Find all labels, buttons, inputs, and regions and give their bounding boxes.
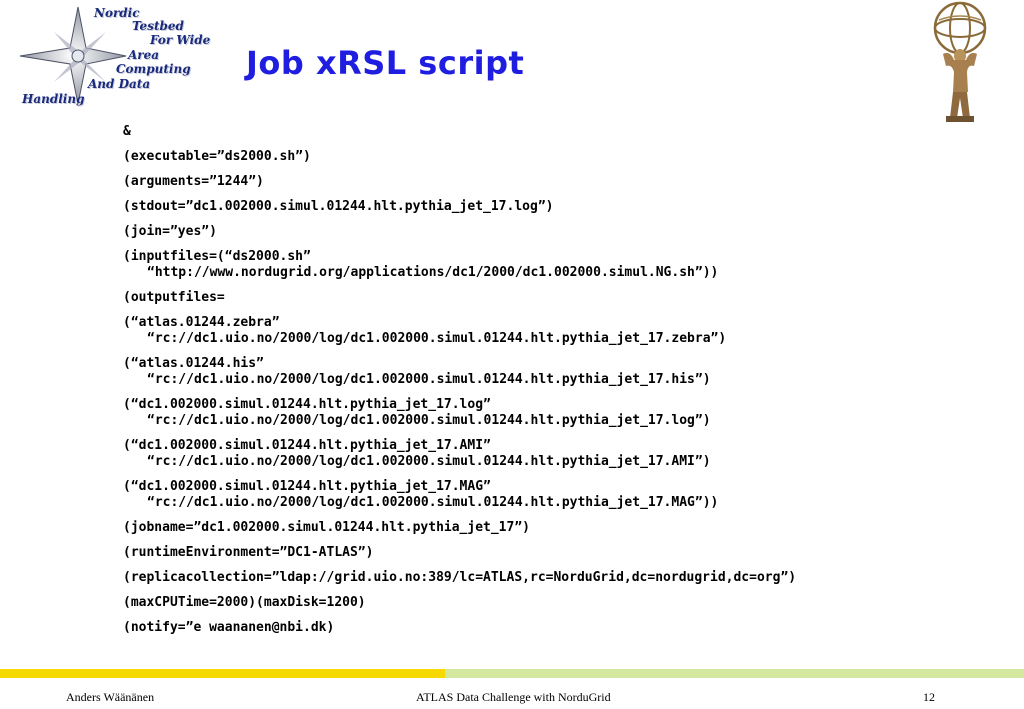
script-line: (“dc1.002000.simul.01244.hlt.pythia_jet_… xyxy=(123,479,491,494)
logo-word: And Data xyxy=(88,77,151,91)
xrsl-script: & (executable=”ds2000.sh”) (arguments=”1… xyxy=(123,124,993,636)
logo-word: Handling xyxy=(22,92,85,106)
script-line: & xyxy=(123,124,131,139)
script-line: (outputfiles= xyxy=(123,290,225,305)
nordugrid-star-icon xyxy=(19,6,127,105)
footer-bar-yellow xyxy=(0,669,445,678)
logo-word: Area xyxy=(128,48,160,62)
script-line: (arguments=”1244”) xyxy=(123,174,264,189)
script-line: (replicacollection=”ldap://grid.uio.no:3… xyxy=(123,570,797,585)
script-line: (maxCPUTime=2000)(maxDisk=1200) xyxy=(123,595,366,610)
script-line: “rc://dc1.uio.no/2000/log/dc1.002000.sim… xyxy=(147,372,711,387)
nordugrid-logo: Nordic Testbed For Wide Area Computing A… xyxy=(8,2,223,110)
script-line: “rc://dc1.uio.no/2000/log/dc1.002000.sim… xyxy=(147,413,711,428)
slide-title: Job xRSL script xyxy=(246,44,525,82)
script-line: (“dc1.002000.simul.01244.hlt.pythia_jet_… xyxy=(123,397,491,412)
script-line: “rc://dc1.uio.no/2000/log/dc1.002000.sim… xyxy=(147,495,719,510)
script-line: (stdout=”dc1.002000.simul.01244.hlt.pyth… xyxy=(123,199,554,214)
script-line: (join=”yes”) xyxy=(123,224,217,239)
logo-word: For Wide xyxy=(150,33,211,47)
logo-word: Nordic xyxy=(94,6,140,20)
logo-word: Computing xyxy=(116,62,191,76)
script-line: (executable=”ds2000.sh”) xyxy=(123,149,311,164)
script-line: “rc://dc1.uio.no/2000/log/dc1.002000.sim… xyxy=(147,454,711,469)
script-line: (jobname=”dc1.002000.simul.01244.hlt.pyt… xyxy=(123,520,530,535)
script-line: (“atlas.01244.zebra” xyxy=(123,315,280,330)
script-line: (inputfiles=(“ds2000.sh” xyxy=(123,249,311,264)
script-line: “http://www.nordugrid.org/applications/d… xyxy=(147,265,719,280)
logo-word: Testbed xyxy=(132,19,184,33)
footer-talk-title: ATLAS Data Challenge with NorduGrid xyxy=(416,690,611,704)
page-number: 12 xyxy=(923,690,935,704)
script-line: “rc://dc1.uio.no/2000/log/dc1.002000.sim… xyxy=(147,331,727,346)
atlas-logo xyxy=(930,0,990,124)
footer-author: Anders Wäänänen xyxy=(66,690,155,704)
script-line: (“atlas.01244.his” xyxy=(123,356,264,371)
footer-bar-green xyxy=(445,669,1024,678)
atlas-statue-icon xyxy=(933,1,987,122)
script-line: (notify=”e waananen@nbi.dk) xyxy=(123,620,335,635)
script-line: (runtimeEnvironment=”DC1-ATLAS”) xyxy=(123,545,374,560)
script-line: (“dc1.002000.simul.01244.hlt.pythia_jet_… xyxy=(123,438,491,453)
